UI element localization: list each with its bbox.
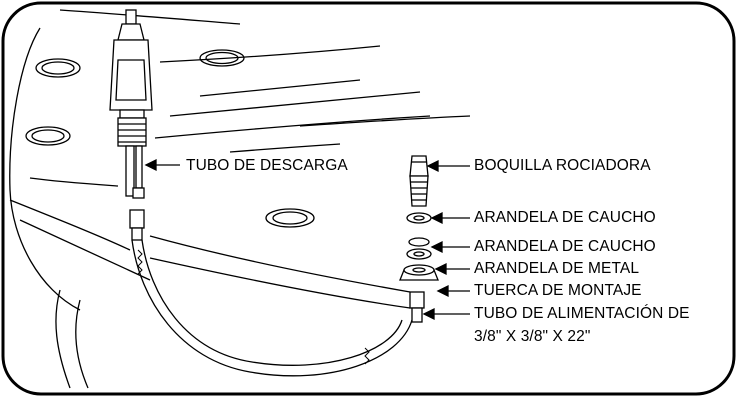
- label-rubber-washer-2: ARANDELA DE CAUCHO: [474, 238, 656, 255]
- leader-arrows: [144, 158, 470, 321]
- label-supply-tube-line2: 3/8" X 3/8" X 22": [474, 328, 591, 345]
- nozzle-parts: [399, 155, 439, 281]
- label-mounting-nut: TUERCA DE MONTAJE: [474, 282, 642, 299]
- label-spray-nozzle: BOQUILLA ROCIADORA: [474, 157, 651, 174]
- label-rubber-washer-1: ARANDELA DE CAUCHO: [474, 209, 656, 226]
- countertop: [9, 9, 471, 389]
- dispenser-pump: [109, 9, 153, 199]
- supply-tube: [129, 209, 425, 377]
- countertop-holes: [25, 49, 315, 228]
- label-discharge-tube: TUBO DE DESCARGA: [186, 157, 348, 174]
- frame-border: [1, 1, 736, 396]
- label-metal-washer: ARANDELA DE METAL: [474, 260, 640, 277]
- label-supply-tube-line1: TUBO DE ALIMENTACIÓN DE: [474, 305, 690, 322]
